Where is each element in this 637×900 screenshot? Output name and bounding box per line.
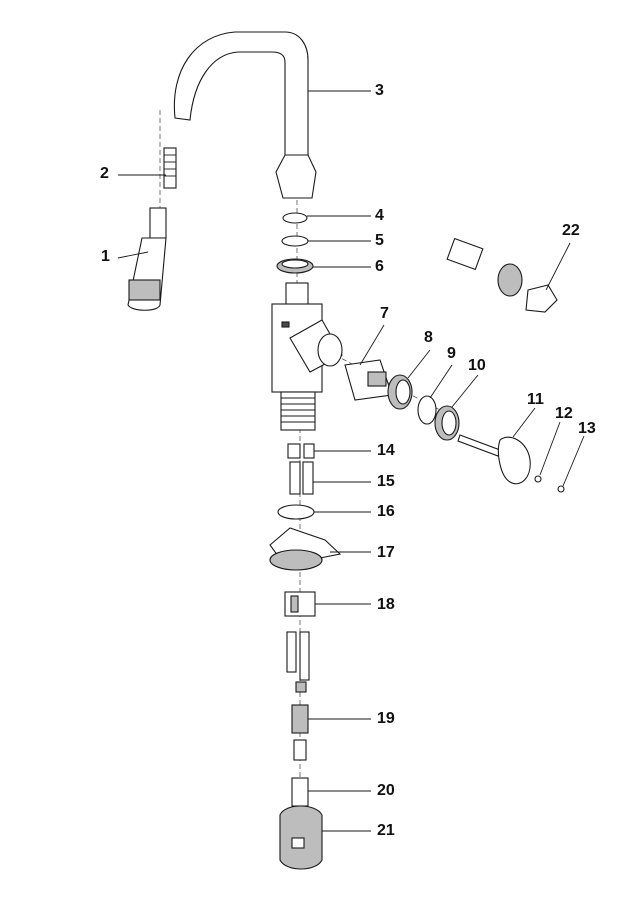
callout-part-6: 6: [375, 258, 384, 275]
callout-part-15: 15: [377, 473, 395, 490]
hose-weight-drawing: [279, 805, 323, 870]
cartridge-subassembly-drawing: [446, 237, 558, 313]
callout-part-16: 16: [377, 503, 395, 520]
rings-drawing: [276, 212, 314, 274]
callout-part-18: 18: [377, 596, 395, 613]
bracket-drawing: [284, 591, 316, 617]
callout-part-21: 21: [377, 822, 395, 839]
callout-part-12: 12: [555, 405, 573, 422]
callout-part-3: 3: [375, 82, 384, 99]
callout-part-5: 5: [375, 232, 384, 249]
lever-handle-drawing: [457, 434, 531, 485]
callout-part-13: 13: [578, 420, 596, 437]
spout-drawing: [173, 31, 317, 199]
o-ring-drawing: [417, 395, 437, 425]
callout-part-8: 8: [424, 329, 433, 346]
hose-segments-drawing: [286, 631, 310, 693]
hose-connector-drawing: [163, 147, 177, 189]
faucet-body-drawing: [271, 282, 343, 431]
pull-out-spray-drawing: [127, 207, 167, 311]
callout-part-2: 2: [100, 165, 109, 182]
cartridge-drawing: [344, 359, 393, 401]
leader-lines: [117, 90, 585, 832]
callout-part-1: 1: [101, 248, 110, 265]
hose-fittings-drawing: [287, 443, 315, 495]
cartridge-nut-drawing: [387, 374, 413, 410]
gasket-drawing: [277, 504, 315, 520]
callout-part-19: 19: [377, 710, 395, 727]
lower-sleeve-drawing: [291, 777, 309, 807]
callout-part-14: 14: [377, 442, 395, 459]
callout-part-10: 10: [468, 357, 486, 374]
callout-part-22: 22: [562, 222, 580, 239]
coupling-drawing: [291, 704, 309, 761]
screws-drawing: [534, 475, 565, 493]
callout-part-20: 20: [377, 782, 395, 799]
callout-part-7: 7: [380, 305, 389, 322]
callout-part-11: 11: [527, 391, 544, 408]
mounting-plate-drawing: [269, 527, 342, 571]
sleeve-drawing: [434, 405, 460, 441]
callout-part-9: 9: [447, 345, 456, 362]
callout-part-4: 4: [375, 207, 384, 224]
callout-part-17: 17: [377, 544, 395, 561]
